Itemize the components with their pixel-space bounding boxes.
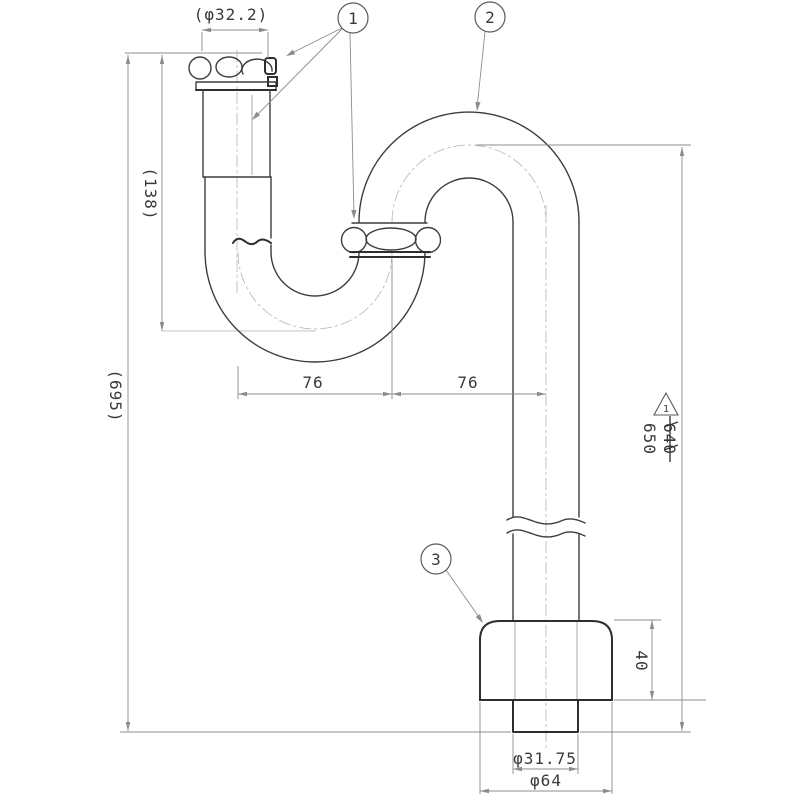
top-nut-ellipse: [215, 56, 243, 78]
inlet-tube: [202, 89, 272, 253]
socket-hidden-pipe-lines: [514, 622, 578, 699]
u-bend-outer-arc: [204, 251, 426, 363]
offset-dim-lines: [237, 259, 546, 399]
dim-inlet-od-label: (φ32.2): [194, 5, 268, 24]
dim-socket-height-label: 40: [632, 650, 651, 671]
middle-nut-flange: [349, 251, 431, 258]
inlet-tube-upper-walls: [202, 89, 271, 178]
middle-union-nut: [340, 222, 442, 258]
arrowhead: [603, 788, 612, 794]
dim-socket-od-label: φ64: [530, 771, 562, 790]
dim-trap-depth-label: (138): [141, 167, 160, 220]
socket-od-dim-lines: [479, 702, 613, 794]
balloon3-leader: [445, 569, 482, 621]
arrowhead: [259, 27, 268, 33]
upper-bend-centerline: [391, 144, 547, 223]
floor-socket: [479, 620, 613, 733]
retainer-clip-hook: [267, 76, 278, 87]
arrowhead: [383, 391, 392, 397]
top-nut-right-lobe: [241, 58, 273, 75]
arrowhead: [569, 766, 578, 772]
tailpiece-outline: [512, 699, 579, 733]
middle-nut-left-lobe: [340, 226, 368, 254]
centerlines: [162, 50, 547, 748]
tail-od-dim-lines: [512, 734, 579, 774]
dim-overall-height-label: (695): [106, 369, 125, 422]
middle-nut-right-lobe: [414, 226, 442, 254]
leader-arrowhead: [286, 49, 296, 56]
pipe-break-line-top: [506, 516, 586, 525]
outlet-pipe: [506, 221, 586, 621]
arrowhead: [125, 55, 131, 64]
trap-u-bend: [204, 251, 426, 363]
outlet-pipe-upper-walls: [512, 221, 580, 518]
dim-outlet-height-old-label: 640: [660, 423, 679, 455]
balloon-3-label: 3: [431, 550, 441, 569]
middle-nut-ellipse: [365, 227, 417, 251]
balloon-2-circle: [474, 1, 506, 33]
dim-offset-left-label: 76: [302, 373, 323, 392]
revision-triangle-label: 1: [663, 404, 669, 415]
upper-bend-inner-arc: [424, 177, 514, 223]
socket-height-dim-lines: [614, 619, 706, 701]
dim-outlet-height-label: 650: [640, 423, 659, 455]
arrowhead: [202, 27, 211, 33]
arrowhead: [679, 147, 685, 156]
balloon-1-circle: [337, 2, 369, 34]
top-nut-left-lobe: [188, 56, 212, 80]
balloon1-leader-a: [287, 27, 343, 56]
leader-arrowhead: [351, 209, 357, 219]
balloon1-leader-b: [253, 28, 343, 119]
balloon-leaders: [252, 27, 486, 623]
pipe-break-line-bottom: [506, 529, 586, 538]
leader-arrowhead: [252, 111, 261, 120]
dim-offset-right-label: 76: [457, 373, 478, 392]
outlet-pipe-lower-walls: [512, 533, 580, 621]
top-union-nut: [188, 56, 278, 91]
trap-bend-centerline: [237, 251, 393, 330]
arrowhead: [159, 55, 165, 64]
socket-outline: [479, 620, 613, 701]
leader-arrowhead: [475, 614, 483, 623]
leader-arrowhead: [475, 101, 481, 111]
part-balloons: 1 2 3: [337, 1, 506, 575]
arrowhead: [537, 391, 546, 397]
strikethrough-old-value: [663, 416, 679, 462]
arrowhead: [480, 788, 489, 794]
dimension-lines: [120, 27, 706, 794]
revision-mark: 1: [653, 391, 679, 462]
inlet-od-dim-line: [201, 29, 269, 58]
arrowhead: [679, 722, 685, 731]
balloon1-leader-c: [349, 32, 355, 217]
balloon2-leader: [476, 31, 486, 109]
retainer-clip: [264, 57, 277, 75]
arrowhead: [159, 322, 165, 331]
upper-bend: [358, 111, 580, 223]
arrowhead: [238, 391, 247, 397]
arrowhead: [513, 766, 522, 772]
top-nut-flange: [195, 81, 277, 91]
upper-bend-outer-arc: [358, 111, 580, 223]
balloon-1-label: 1: [348, 9, 358, 28]
revision-triangle-icon: [653, 391, 679, 416]
dimension-labels: (φ32.2) (695) (138) 76 76 650 640 40 φ31…: [106, 5, 679, 790]
arrowhead: [125, 722, 131, 731]
dim-tail-od-label: φ31.75: [513, 749, 577, 768]
pipe-outline: [188, 56, 613, 733]
tube-end-break-line: [232, 237, 272, 246]
u-bend-inner-arc: [270, 251, 360, 297]
arrowhead: [392, 391, 401, 397]
arrowhead: [649, 620, 655, 629]
inlet-tube-lower-walls: [204, 176, 272, 253]
arrowhead: [649, 691, 655, 700]
balloon-3-circle: [420, 543, 452, 575]
balloon-2-label: 2: [485, 8, 495, 27]
